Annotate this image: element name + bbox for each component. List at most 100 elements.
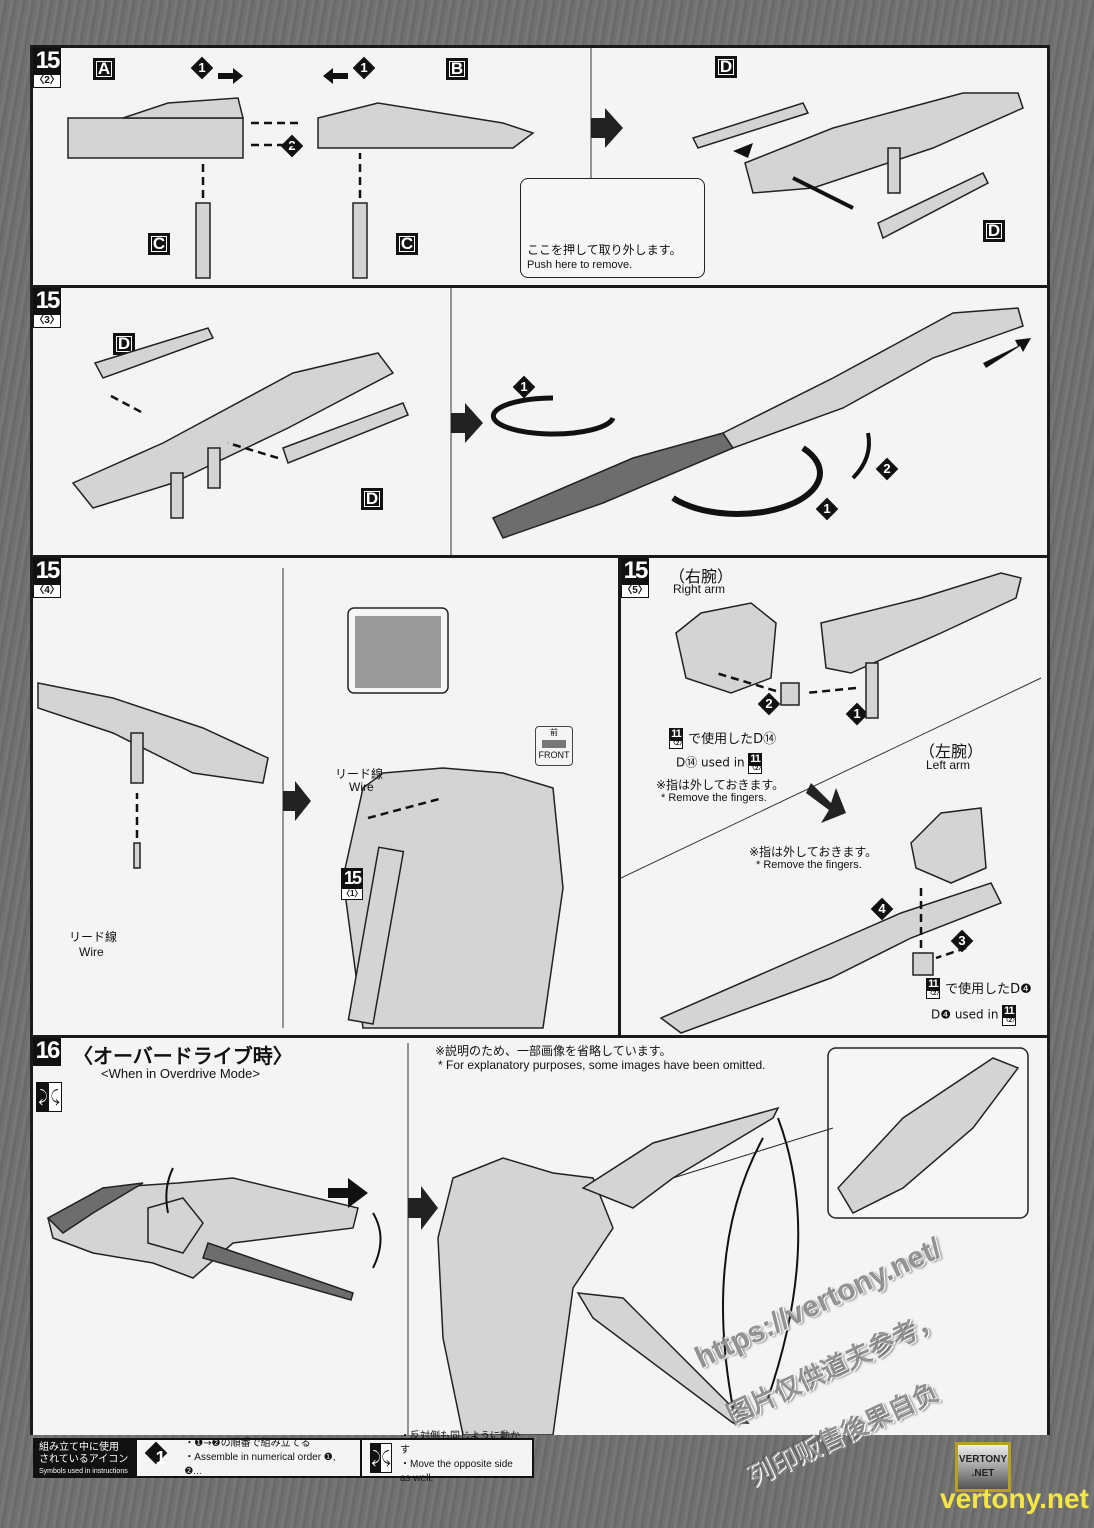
arrow-icon: [733, 143, 753, 158]
step-badge: 15 〈4〉: [33, 558, 61, 598]
right-arm-label-jp: （右腕）: [669, 567, 734, 586]
step-15-5-panel: 15 〈5〉 （右腕） Right arm （左腕） Left arm 1 2 …: [621, 558, 1047, 1038]
cover-d: [282, 402, 409, 464]
cover-d: [93, 327, 215, 379]
part-label-c: C: [148, 233, 170, 255]
order-marker-1: 1: [353, 57, 375, 79]
arrow-left-icon: [323, 68, 348, 84]
move-opposite-side-icon: ⤸⤹: [370, 1443, 392, 1473]
cover-d: [877, 172, 989, 240]
step-15-3-diagram: [71, 288, 1031, 555]
front-indicator: 前 FRONT: [535, 726, 573, 766]
legend-item-order: 1 ・❶→❷の順番で組み立てる ・Assemble in numerical o…: [135, 1438, 360, 1477]
backpack-wing: [47, 1177, 359, 1279]
callout-jp-text: ここを押して取り外します。: [527, 243, 682, 257]
right-arm-part: [675, 602, 777, 694]
order-marker-4: 4: [871, 898, 893, 920]
callout-en-text: Push here to remove.: [527, 259, 633, 271]
rotate-arrow-icon: [490, 395, 616, 437]
rifle-part-b: [317, 102, 535, 149]
remove-fingers-jp: ※指は外しておきます。: [656, 778, 785, 792]
swing-arrow-icon: [372, 1212, 382, 1269]
instruction-page: 15 〈2〉 A B C C D D 1 1 2: [30, 45, 1050, 1435]
step-badge: 15 〈2〉: [33, 48, 61, 88]
rifle: [71, 352, 395, 509]
arrow-right-icon: [218, 68, 243, 84]
symbols-legend: 組み立て中に使用 されているアイコン Symbols used in instr…: [33, 1431, 534, 1484]
rifle-part-a: [67, 117, 244, 159]
part-label-d: D: [715, 56, 737, 78]
panel-divider: [618, 558, 621, 1038]
order-marker-2: 2: [758, 693, 780, 715]
step-15-3-panel: 15 〈3〉 D D 1 1 2: [33, 288, 1047, 558]
cover-d: [691, 102, 810, 149]
step-16-title-en: <When in Overdrive Mode>: [101, 1066, 260, 1081]
step-15-4-diagram: [37, 568, 564, 1029]
legend-item-mirror: ⤸⤹ ・反対側も同じように動かす ・Move the opposite side…: [360, 1431, 532, 1484]
next-step-arrow-icon: [591, 108, 623, 148]
vertony-logo-text: vertony.net: [940, 1483, 1089, 1514]
step-16-title-jp: 〈オーバードライブ時〉: [73, 1044, 293, 1068]
extended-wing: [581, 1106, 780, 1209]
right-arm-label-en: Right arm: [673, 582, 726, 596]
order-marker-1: 1: [191, 57, 213, 79]
flip-arrow-icon: [851, 432, 871, 480]
part-label-d: D: [361, 488, 383, 510]
swing-arrow-icon: [165, 1167, 174, 1214]
wire-piece: [133, 842, 141, 869]
push-here-callout: ここを押して取り外します。 Push here to remove.: [520, 178, 705, 278]
reference-step-badge: 15 〈1〉: [341, 868, 363, 900]
next-step-arrow-icon: [283, 781, 311, 821]
used-d4-note: 11 〈2〉 で使用したD❹: [926, 978, 1032, 999]
ref-step-11-badge: 11 〈2〉: [669, 728, 686, 749]
part-label-d: D: [113, 333, 135, 355]
wire-label-en: Wire: [349, 780, 374, 794]
remove-fingers-en: * Remove the fingers.: [756, 859, 862, 871]
order-marker-3: 3: [951, 930, 973, 952]
left-arm-label-en: Left arm: [926, 758, 971, 772]
step-badge: 15 〈3〉: [33, 288, 61, 328]
order-marker-1: 1: [846, 703, 868, 725]
rifle-on-back: [347, 846, 405, 1025]
order-marker-1: 1: [816, 498, 838, 520]
omitted-note-en: * For explanatory purposes, some images …: [438, 1058, 766, 1072]
part-label-d: D: [983, 220, 1005, 242]
next-step-arrow-icon: [408, 1186, 438, 1230]
step-15-2-diagram: [67, 48, 1024, 279]
step-badge: 16: [33, 1038, 61, 1066]
omitted-note-jp: ※説明のため、一部画像を省略しています。: [435, 1044, 672, 1058]
step-15-4-panel: 15 〈4〉 リード線 Wire リード線 Wire 15 〈1〉 前 FRON: [33, 558, 618, 1038]
rifle: [37, 682, 269, 784]
rifle-long-barrel: [491, 432, 735, 539]
wire-label-jp: リード線: [69, 930, 118, 944]
order-marker-2: 2: [876, 458, 898, 480]
vertony-logo: VERTONY .NET: [955, 1442, 1011, 1492]
step-15-2-panel: 15 〈2〉 A B C C D D 1 1 2: [33, 48, 1047, 288]
legend-title: 組み立て中に使用 されているアイコン Symbols used in instr…: [35, 1440, 135, 1476]
step-badge: 15 〈5〉: [621, 558, 649, 598]
part-label-b: B: [446, 58, 468, 80]
swing-arrow-icon: [722, 1137, 764, 1409]
move-opposite-side-icon: ⤸⤹: [36, 1082, 62, 1112]
extend-arrow-icon: [983, 338, 1031, 368]
hand-part-d4: [912, 952, 934, 976]
grip-c: [195, 202, 211, 279]
left-arm-label-jp: （左腕）: [919, 742, 984, 761]
hand-part-d14: [780, 682, 800, 706]
order-number-icon: 1: [145, 1442, 176, 1474]
remove-fingers-en: * Remove the fingers.: [661, 792, 767, 804]
wire-label-en: Wire: [79, 945, 104, 959]
step-16-diagram: [46, 1043, 1029, 1435]
remove-fingers-jp: ※指は外しておきます。: [749, 845, 878, 859]
used-d4-note-en: D❹ used in 11 〈2〉: [931, 1005, 1019, 1026]
used-d14-note: 11 〈2〉 で使用したD⑭: [669, 728, 777, 749]
down-arrow-icon: [806, 783, 846, 823]
step-15-5-diagram: [621, 572, 1042, 1034]
wire-label-jp: リード線: [335, 767, 384, 781]
rifle-assembled: [744, 92, 1024, 194]
rifle-extended: [659, 882, 1003, 1034]
grip-c: [352, 202, 368, 279]
step-16-panel: 16 〈オーバードライブ時〉 <When in Overdrive Mode> …: [33, 1038, 1047, 1435]
part-label-c: C: [396, 233, 418, 255]
front-arrow-icon: [542, 740, 566, 748]
